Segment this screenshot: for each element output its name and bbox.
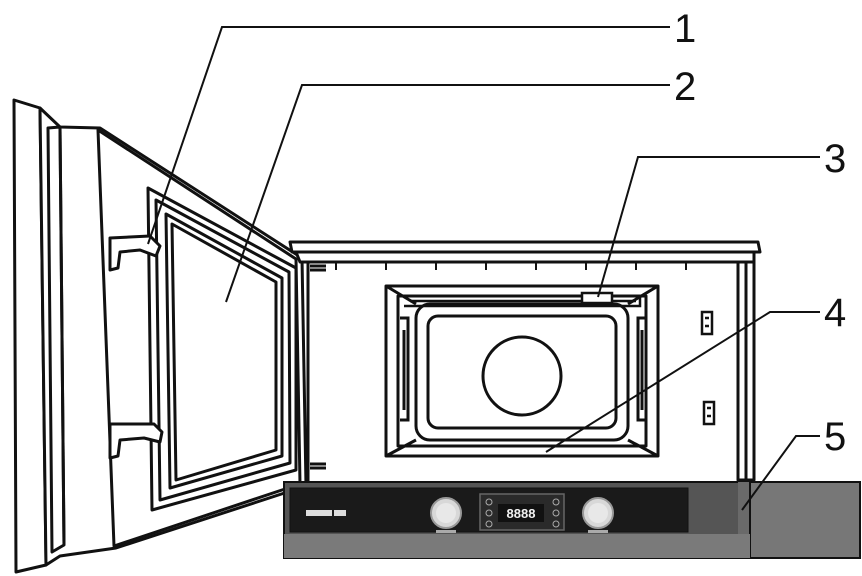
brand-mark — [306, 510, 346, 516]
control-panel — [283, 481, 861, 559]
grill-element — [404, 291, 642, 308]
leader-line-4 — [545, 311, 820, 453]
callout-number-4: 4 — [824, 291, 846, 335]
turntable-coupler — [481, 335, 563, 417]
door-latch-hooks — [108, 234, 164, 460]
left-knob[interactable] — [430, 497, 462, 533]
callout-lines — [147, 26, 820, 511]
cavity-body — [288, 240, 762, 486]
interlock-slots — [700, 310, 716, 426]
leader-line-1 — [147, 26, 670, 245]
leader-line-2 — [225, 84, 670, 303]
display-readout: 8888 — [507, 506, 536, 521]
callout-number-1: 1 — [674, 7, 696, 51]
leader-line-5 — [741, 435, 820, 511]
right-knob[interactable] — [582, 497, 614, 533]
display-module: 8888 — [479, 493, 565, 531]
door-window — [146, 186, 298, 512]
callout-number-2: 2 — [674, 65, 696, 109]
callout-number-5: 5 — [824, 415, 846, 459]
leader-line-3 — [597, 156, 820, 298]
top-vent-marks — [335, 263, 687, 270]
side-vents — [400, 316, 646, 422]
callout-number-3: 3 — [824, 137, 846, 181]
inner-cavity — [384, 284, 660, 458]
